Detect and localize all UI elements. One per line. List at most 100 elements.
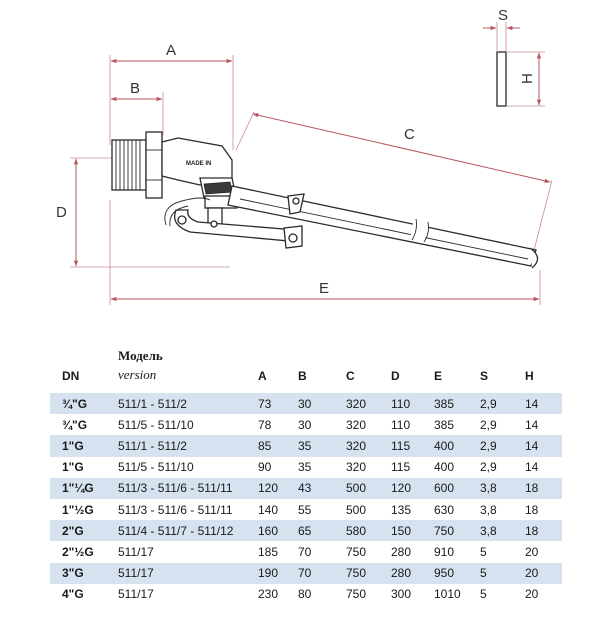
dimension-label-b: B — [130, 80, 140, 97]
cell-model: 511/3 - 511/6 - 511/11 — [118, 477, 258, 499]
cell-b: 70 — [298, 541, 346, 563]
cell-model: 511/1 - 511/2 — [118, 435, 258, 457]
cell-a: 185 — [258, 541, 298, 563]
table-row: 4"G 511/17 230 80 750 300 1010 5 20 — [50, 583, 562, 605]
cell-s: 5 — [480, 562, 525, 584]
cell-dn: ¾"G — [50, 414, 118, 436]
cell-h: 20 — [525, 583, 562, 605]
dimension-a: A — [109, 42, 234, 150]
cell-b: 35 — [298, 456, 346, 478]
cell-d: 280 — [391, 562, 434, 584]
cell-e: 1010 — [434, 583, 480, 605]
header-version: version — [118, 367, 157, 382]
dimension-b: B — [110, 80, 164, 135]
cell-dn: 1"G — [50, 435, 118, 457]
cell-e: 385 — [434, 414, 480, 436]
cell-model: 511/3 - 511/6 - 511/11 — [118, 498, 258, 521]
dimension-label-a: A — [166, 42, 176, 59]
cell-h: 20 — [525, 562, 562, 584]
table-row: 1"½G 511/3 - 511/6 - 511/11 140 55 500 1… — [50, 498, 562, 521]
cell-dn: 4"G — [50, 583, 118, 605]
valve-body: MADE IN — [111, 131, 238, 232]
header-a: A — [258, 337, 298, 393]
header-model: Модель version — [118, 337, 258, 393]
table-row: 2"½G 511/17 185 70 750 280 910 5 20 — [50, 541, 562, 563]
cell-s: 3,8 — [480, 520, 525, 542]
cell-d: 120 — [391, 477, 434, 499]
cell-b: 80 — [298, 583, 346, 605]
cell-h: 18 — [525, 477, 562, 499]
cell-dn: 2"G — [50, 520, 118, 542]
dimension-e: E — [109, 200, 541, 305]
cell-b: 43 — [298, 477, 346, 499]
cell-c: 320 — [346, 414, 391, 436]
cell-h: 14 — [525, 456, 562, 478]
cell-a: 78 — [258, 414, 298, 436]
cell-model: 511/4 - 511/7 - 511/12 — [118, 520, 258, 542]
body-marking: MADE IN — [186, 161, 211, 167]
cell-b: 70 — [298, 562, 346, 584]
cell-c: 320 — [346, 456, 391, 478]
float-section-detail: S H — [483, 7, 545, 107]
dimension-label-h: H — [519, 73, 536, 84]
header-c: C — [346, 337, 391, 393]
cell-s: 5 — [480, 541, 525, 563]
cell-e: 385 — [434, 393, 480, 415]
cell-b: 65 — [298, 520, 346, 542]
cell-d: 280 — [391, 541, 434, 563]
cell-a: 85 — [258, 435, 298, 457]
cell-e: 400 — [434, 456, 480, 478]
cell-a: 160 — [258, 520, 298, 542]
cell-dn: 3"G — [50, 562, 118, 584]
cell-e: 630 — [434, 498, 480, 521]
table-header-row: DN Модель version A B C D E S H — [50, 337, 562, 393]
header-b: B — [298, 337, 346, 393]
cell-d: 115 — [391, 456, 434, 478]
cell-dn: 1"¼G — [50, 477, 118, 499]
cell-e: 400 — [434, 435, 480, 457]
cell-model: 511/1 - 511/2 — [118, 393, 258, 415]
cell-c: 500 — [346, 477, 391, 499]
table-row: 3"G 511/17 190 70 750 280 950 5 20 — [50, 562, 562, 584]
cell-b: 30 — [298, 414, 346, 436]
cell-c: 750 — [346, 541, 391, 563]
header-dn: DN — [50, 337, 118, 393]
cell-a: 190 — [258, 562, 298, 584]
dimension-label-s: S — [498, 7, 508, 24]
cell-d: 115 — [391, 435, 434, 457]
cell-dn: ¾"G — [50, 393, 118, 415]
cell-a: 120 — [258, 477, 298, 499]
cell-model: 511/5 - 511/10 — [118, 414, 258, 436]
cell-d: 110 — [391, 393, 434, 415]
cell-s: 2,9 — [480, 435, 525, 457]
cell-b: 35 — [298, 435, 346, 457]
table-row: ¾"G 511/5 - 511/10 78 30 320 110 385 2,9… — [50, 414, 562, 436]
table-row: ¾"G 511/1 - 511/2 73 30 320 110 385 2,9 … — [50, 393, 562, 415]
dimension-table: DN Модель version A B C D E S H ¾"G 511/… — [50, 337, 562, 605]
cell-dn: 1"½G — [50, 498, 118, 521]
cell-c: 580 — [346, 520, 391, 542]
table-row: 1"G 511/1 - 511/2 85 35 320 115 400 2,9 … — [50, 435, 562, 457]
cell-dn: 2"½G — [50, 541, 118, 563]
dimension-label-d: D — [56, 204, 67, 221]
cell-d: 150 — [391, 520, 434, 542]
cell-d: 110 — [391, 414, 434, 436]
cell-h: 18 — [525, 498, 562, 521]
cell-model: 511/17 — [118, 562, 258, 584]
header-e: E — [434, 337, 480, 393]
cell-b: 55 — [298, 498, 346, 521]
cell-e: 950 — [434, 562, 480, 584]
cell-e: 750 — [434, 520, 480, 542]
cell-c: 750 — [346, 562, 391, 584]
cell-h: 14 — [525, 414, 562, 436]
cell-s: 2,9 — [480, 414, 525, 436]
cell-c: 320 — [346, 393, 391, 415]
cell-d: 300 — [391, 583, 434, 605]
header-h: H — [525, 337, 562, 393]
cell-h: 20 — [525, 541, 562, 563]
cell-c: 320 — [346, 435, 391, 457]
cell-a: 140 — [258, 498, 298, 521]
cell-c: 750 — [346, 583, 391, 605]
cell-a: 230 — [258, 583, 298, 605]
cell-s: 2,9 — [480, 393, 525, 415]
